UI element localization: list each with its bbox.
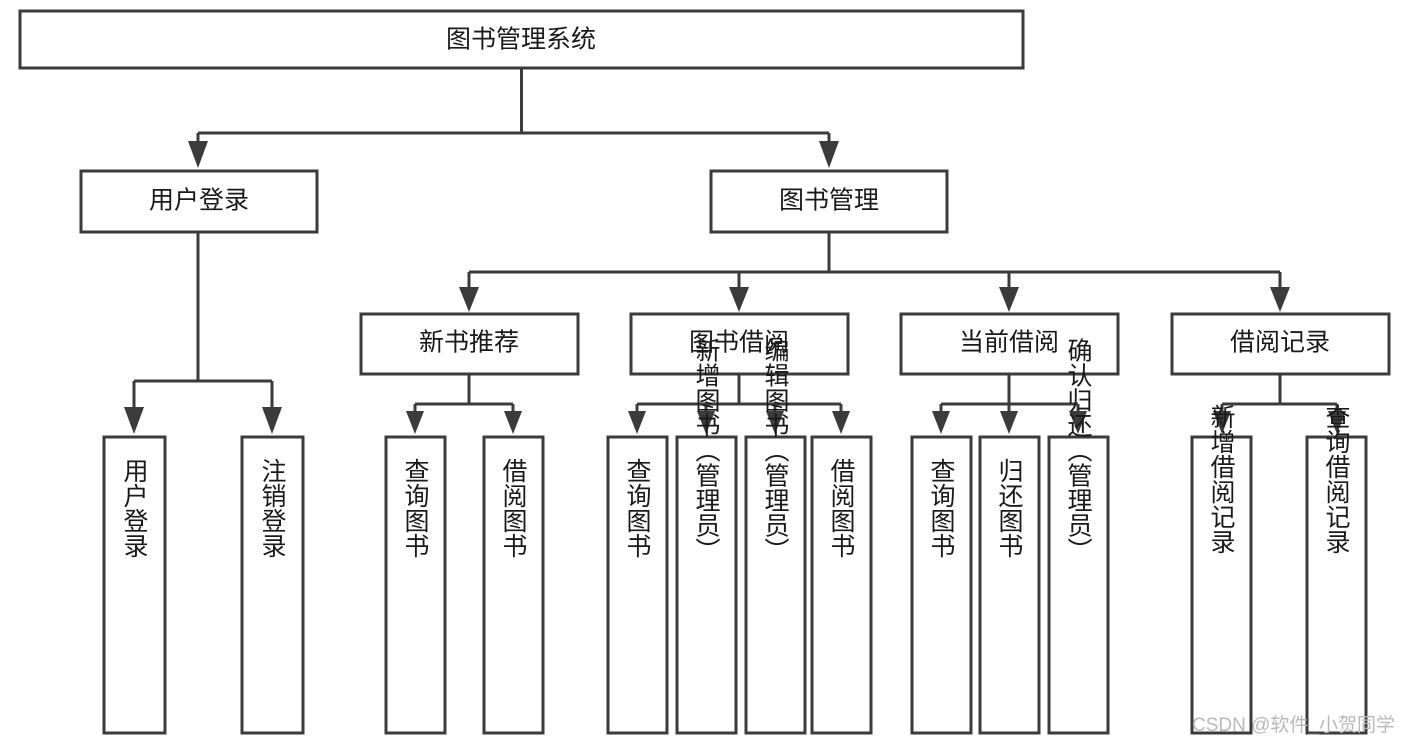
node-leaf-query-record[interactable]: 查询借阅记录 (1305, 404, 1368, 735)
node-leaf-borrow-book-1-box[interactable] (482, 435, 545, 735)
connector-group-newbook (406, 374, 522, 434)
node-book-manage-label: 图书管理 (779, 187, 879, 215)
node-leaf-confirm-return-label: 确认归还（管理员） (1064, 338, 1093, 563)
arrowhead-br-leaf-1 (1213, 411, 1231, 434)
node-current-borrow-box[interactable] (899, 312, 1120, 376)
arrowhead-bb-leaf-2 (697, 411, 715, 434)
arrowhead-br-leaf-2 (1328, 411, 1346, 434)
node-root[interactable]: 图书管理系统 (18, 9, 1025, 70)
node-current-borrow-label: 当前借阅 (959, 329, 1059, 357)
connector-group-currentborrow (932, 374, 1087, 434)
node-leaf-borrow-book-2-label: 借阅图书 (827, 458, 856, 558)
arrowhead-bm-currentborrow (999, 287, 1019, 312)
node-leaf-user-login-label: 用户登录 (120, 458, 149, 558)
node-book-borrow-box[interactable] (629, 312, 850, 376)
node-leaf-edit-book[interactable]: 编辑图书（管理员） (744, 338, 807, 735)
connector-group-bookborrow (628, 374, 850, 434)
arrowhead-bb-leaf-4 (832, 411, 850, 434)
node-new-book-recommend-label: 新书推荐 (419, 329, 519, 357)
arrowhead-bb-leaf-1 (628, 411, 646, 434)
node-leaf-add-book-box[interactable] (675, 435, 738, 735)
node-leaf-query-book-1-box[interactable] (384, 435, 447, 735)
node-borrow-record-box[interactable] (1170, 312, 1391, 376)
arrowhead-cb-leaf-1 (932, 411, 950, 434)
node-borrow-record[interactable]: 借阅记录 (1170, 312, 1391, 376)
watermark-label: CSDN @软件_小贺同学 (1192, 714, 1395, 736)
node-leaf-add-book[interactable]: 新增图书（管理员） (675, 338, 738, 735)
node-leaf-logout[interactable]: 注销登录 (240, 435, 305, 735)
node-leaf-confirm-return-box[interactable] (1047, 435, 1110, 735)
node-leaf-return-book-label: 归还图书 (995, 458, 1024, 558)
node-root-label: 图书管理系统 (446, 26, 596, 54)
arrowhead-newbook-leaf-2 (504, 411, 522, 434)
node-new-book-recommend[interactable]: 新书推荐 (359, 312, 580, 376)
arrowhead-bm-newbook (459, 287, 479, 312)
node-leaf-confirm-return[interactable]: 确认归还（管理员） (1047, 338, 1110, 735)
node-root-box[interactable] (18, 9, 1025, 70)
node-leaf-edit-book-label: 编辑图书（管理员） (761, 338, 790, 563)
node-leaf-borrow-book-1[interactable]: 借阅图书 (482, 435, 545, 735)
arrowhead-userlogin-leaf-1 (124, 407, 144, 434)
node-leaf-logout-box[interactable] (240, 435, 305, 735)
node-book-borrow-label: 图书借阅 (689, 329, 789, 357)
node-leaf-logout-label: 注销登录 (258, 458, 287, 558)
arrowhead-newbook-leaf-1 (406, 411, 424, 434)
node-user-login-label: 用户登录 (149, 187, 249, 215)
node-user-login[interactable]: 用户登录 (79, 169, 319, 234)
node-leaf-add-record-label: 新增借阅记录 (1207, 404, 1236, 554)
arrowhead-cb-leaf-3 (1069, 411, 1087, 434)
node-leaf-query-record-box[interactable] (1305, 435, 1368, 735)
node-leaf-query-book-2-box[interactable] (606, 435, 669, 735)
arrowhead-root-to-bookmanage (819, 141, 839, 168)
node-leaf-edit-book-box[interactable] (744, 435, 807, 735)
node-leaf-query-book-1[interactable]: 查询图书 (384, 435, 447, 735)
node-book-borrow[interactable]: 图书借阅 (629, 312, 850, 376)
arrowhead-root-to-userlogin (188, 141, 208, 168)
connector-group-borrowrecord (1213, 374, 1346, 434)
arrowhead-bm-bookborrow (729, 287, 749, 312)
node-book-manage-box[interactable] (709, 169, 949, 234)
node-leaf-borrow-book-2[interactable]: 借阅图书 (810, 435, 873, 735)
arrowhead-bm-borrowrecord (1270, 287, 1290, 312)
node-leaf-query-book-2-label: 查询图书 (623, 458, 652, 558)
node-leaf-query-book-3-box[interactable] (910, 435, 973, 735)
node-leaf-add-record[interactable]: 新增借阅记录 (1190, 404, 1253, 735)
node-leaf-add-book-label: 新增图书（管理员） (692, 338, 721, 563)
connector-group-root (188, 68, 839, 168)
node-user-login-box[interactable] (79, 169, 319, 234)
node-leaf-return-book-box[interactable] (978, 435, 1041, 735)
connector-group-userlogin (124, 232, 282, 434)
arrowhead-cb-leaf-2 (1000, 411, 1018, 434)
node-leaf-query-book-3[interactable]: 查询图书 (910, 435, 973, 735)
node-leaf-borrow-book-1-label: 借阅图书 (499, 458, 528, 558)
connector-group-bookmanage (459, 232, 1290, 312)
node-leaf-query-book-3-label: 查询图书 (927, 458, 956, 558)
node-leaf-return-book[interactable]: 归还图书 (978, 435, 1041, 735)
node-leaf-user-login[interactable]: 用户登录 (102, 435, 167, 735)
node-current-borrow[interactable]: 当前借阅 (899, 312, 1120, 376)
arrowhead-userlogin-leaf-2 (262, 407, 282, 434)
node-leaf-add-record-box[interactable] (1190, 435, 1253, 735)
node-leaf-query-record-label: 查询借阅记录 (1322, 404, 1351, 554)
node-borrow-record-label: 借阅记录 (1230, 329, 1330, 357)
node-new-book-recommend-box[interactable] (359, 312, 580, 376)
node-leaf-user-login-box[interactable] (102, 435, 167, 735)
node-leaf-borrow-book-2-box[interactable] (810, 435, 873, 735)
node-leaf-query-book-2[interactable]: 查询图书 (606, 435, 669, 735)
node-book-manage[interactable]: 图书管理 (709, 169, 949, 234)
node-leaf-query-book-1-label: 查询图书 (401, 458, 430, 558)
arrowhead-bb-leaf-3 (766, 411, 784, 434)
